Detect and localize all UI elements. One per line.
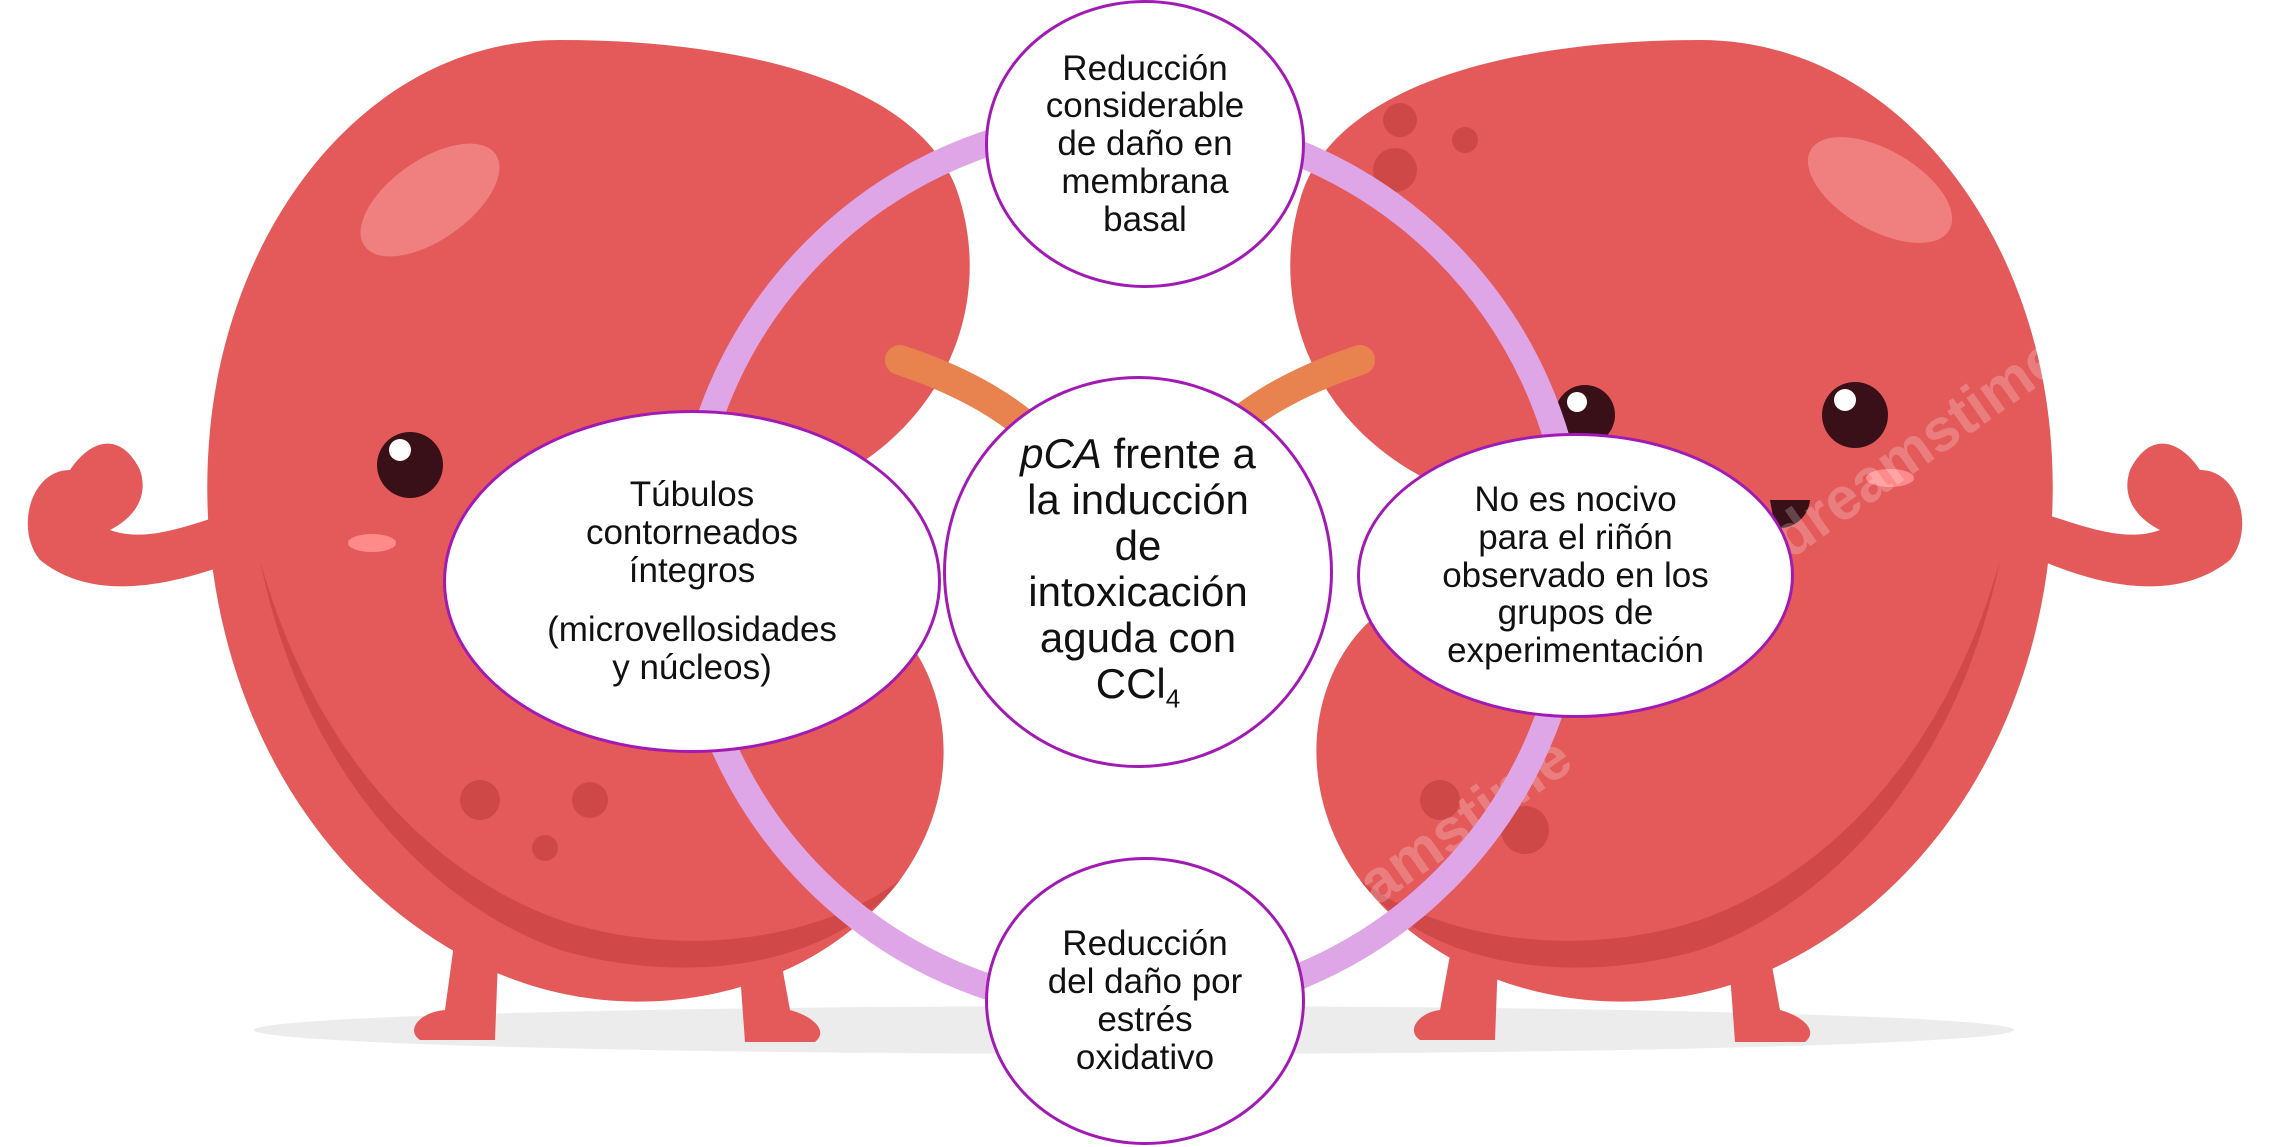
right-kidney-mouth (1770, 500, 1810, 529)
node-top: Reducción considerable de daño en membra… (985, 0, 1305, 288)
left-kidney-highlight (360, 143, 500, 257)
right-kidney-eye-shine (1567, 392, 1587, 412)
left-kidney-spot (532, 835, 558, 861)
node-left-line: y núcleos) (612, 648, 772, 688)
formula-subscript: 4 (1165, 683, 1181, 714)
node-bottom-line: estrés (1097, 1000, 1193, 1039)
node-right-line: grupos de (1497, 593, 1654, 633)
left-kidney-cheek (348, 534, 396, 552)
node-top-line: considerable (1045, 86, 1245, 126)
node-bottom: Reducción del daño por estrés oxidativo (985, 857, 1305, 1145)
node-left-line: contorneados (585, 512, 799, 552)
right-kidney-cheek (1866, 469, 1914, 487)
right-kidney-spot (1420, 780, 1460, 820)
right-kidney-spot (1501, 806, 1549, 854)
center-line-3: de (1114, 521, 1162, 569)
left-kidney-spot (572, 782, 608, 818)
node-top-line: basal (1103, 199, 1187, 239)
center-node: pCA frente a la inducción de intoxicació… (943, 376, 1333, 768)
left-kidney-shade (260, 560, 900, 968)
node-bottom-line: oxidativo (1075, 1037, 1215, 1077)
right-kidney-spot (1452, 127, 1478, 153)
node-top-line: de daño en (1057, 124, 1233, 164)
node-bottom-line: del daño por (1047, 962, 1243, 1002)
center-line-2: la inducción (1027, 475, 1249, 523)
node-top-line: Reducción (1062, 48, 1228, 88)
center-italic-term: pCA (1020, 429, 1102, 477)
node-right-line: experimentación (1447, 631, 1704, 671)
center-line-1: pCA frente a (1020, 429, 1256, 477)
node-right-line: No es nocivo (1474, 480, 1677, 519)
right-kidney-highlight (1807, 137, 1953, 243)
node-left-line: Túbulos (629, 475, 755, 514)
right-kidney-spot (1383, 103, 1417, 137)
node-right-line: para el riñón (1478, 517, 1673, 557)
left-kidney-spot (460, 780, 500, 820)
right-kidney-shade (1360, 560, 2000, 968)
left-kidney-eye-shine (389, 439, 411, 461)
node-right: No es nocivo para el riñón observado en … (1357, 433, 1794, 718)
center-line-4: intoxicación (1028, 568, 1248, 616)
watermark-text: dreamstime (0, 0, 303, 161)
node-top-line: membrana (1061, 161, 1229, 201)
center-line-1-rest: frente a (1101, 429, 1256, 477)
center-formula: CCl4 (1096, 661, 1180, 713)
node-left: Túbulos contorneados íntegros (microvell… (443, 410, 941, 753)
right-kidney-spot (1373, 148, 1417, 192)
node-left-line: íntegros (628, 550, 756, 590)
formula-base: CCl (1095, 660, 1166, 708)
node-right-line: observado en los (1442, 555, 1709, 595)
right-kidney-eye-shine (1834, 389, 1856, 411)
left-kidney-eye (377, 432, 443, 498)
node-bottom-line: Reducción (1062, 924, 1228, 964)
right-arm (2030, 443, 2243, 587)
left-arm (27, 443, 241, 587)
node-left-line: (microvellosidades (547, 610, 837, 650)
center-line-5: aguda con (1039, 614, 1237, 662)
